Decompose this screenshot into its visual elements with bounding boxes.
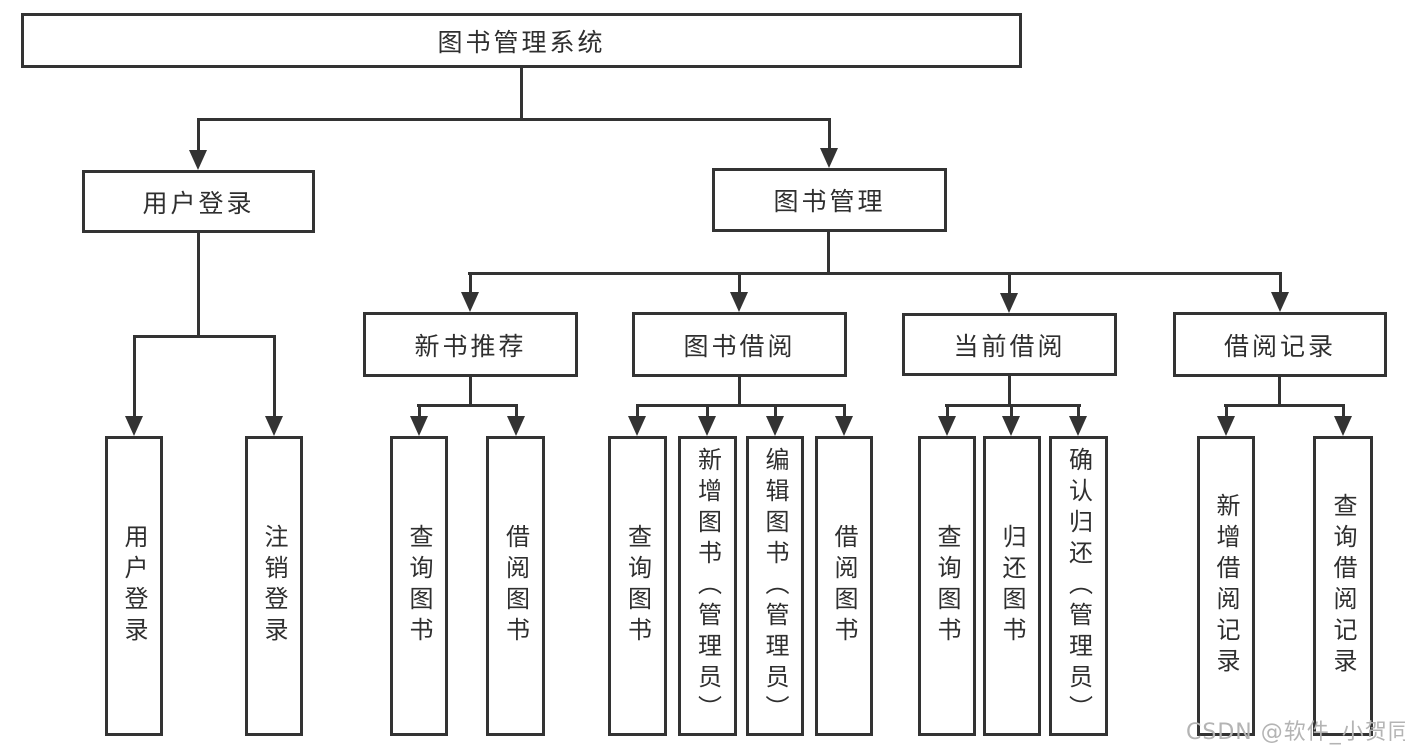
arrow-down-to-user-login bbox=[189, 118, 207, 170]
node-borrowing-records-label: 借阅记录 bbox=[1223, 331, 1336, 361]
arrow-down-to-book-management bbox=[820, 118, 838, 168]
node-new-book-recommend-label: 新书推荐 bbox=[414, 331, 527, 361]
leaf-add-borrow-record: 新增借阅记录 bbox=[1197, 436, 1255, 736]
node-library-system-label: 图书管理系统 bbox=[437, 27, 606, 57]
arrow-down-to-current-borrowing bbox=[1000, 272, 1018, 313]
connector-level2-bus bbox=[197, 118, 831, 121]
leaf-borrow-books-2-label: 借阅图书 bbox=[830, 524, 858, 648]
leaf-add-book-admin: 新增图书（管理员） bbox=[678, 436, 737, 736]
node-book-borrowing: 图书借阅 bbox=[632, 312, 847, 377]
leaf-query-books-1: 查询图书 bbox=[390, 436, 448, 736]
leaf-query-borrow-record: 查询借阅记录 bbox=[1313, 436, 1373, 736]
node-library-system: 图书管理系统 bbox=[21, 13, 1022, 68]
node-book-borrowing-label: 图书借阅 bbox=[683, 331, 796, 361]
leaf-logout: 注销登录 bbox=[245, 436, 303, 736]
leaf-add-borrow-record-label: 新增借阅记录 bbox=[1212, 493, 1240, 679]
leaf-query-books-3: 查询图书 bbox=[918, 436, 976, 736]
connector-current-borrowing-stem bbox=[1008, 376, 1011, 407]
leaf-confirm-return-admin-label: 确认归还（管理员） bbox=[1064, 446, 1093, 726]
csdn-watermark: CSDN @软件_小贺同学 bbox=[1186, 720, 1405, 745]
leaf-query-books-3-label: 查询图书 bbox=[933, 524, 961, 648]
leaf-return-books-label: 归还图书 bbox=[998, 524, 1026, 648]
leaf-confirm-return-admin: 确认归还（管理员） bbox=[1049, 436, 1108, 736]
leaf-logout-label: 注销登录 bbox=[260, 524, 288, 648]
node-current-borrowing-label: 当前借阅 bbox=[953, 331, 1066, 361]
connector-new-book-recommend-bus bbox=[417, 404, 518, 407]
leaf-query-books-2: 查询图书 bbox=[608, 436, 667, 736]
leaf-borrow-books-1: 借阅图书 bbox=[486, 436, 545, 736]
arrow-down-to-leaf-query-books-1 bbox=[410, 404, 428, 436]
leaf-edit-book-admin: 编辑图书（管理员） bbox=[746, 436, 804, 736]
arrow-down-to-book-borrowing bbox=[730, 272, 748, 312]
node-new-book-recommend: 新书推荐 bbox=[363, 312, 578, 377]
arrow-down-to-leaf-confirm-return-admin bbox=[1069, 404, 1087, 436]
arrow-down-to-leaf-logout bbox=[265, 335, 283, 436]
connector-borrowing-records-bus bbox=[1224, 404, 1345, 407]
connector-book-borrowing-stem bbox=[738, 377, 741, 407]
leaf-query-books-2-label: 查询图书 bbox=[623, 524, 652, 648]
node-book-management-label: 图书管理 bbox=[773, 187, 886, 216]
leaf-query-borrow-record-label: 查询借阅记录 bbox=[1329, 493, 1357, 679]
arrow-down-to-leaf-query-books-2 bbox=[628, 404, 646, 436]
leaf-return-books: 归还图书 bbox=[983, 436, 1041, 736]
connector-level3-bus bbox=[468, 272, 1281, 275]
arrow-down-to-leaf-add-book-admin bbox=[698, 404, 716, 436]
node-borrowing-records: 借阅记录 bbox=[1173, 312, 1387, 377]
connector-new-book-recommend-stem bbox=[469, 377, 472, 407]
arrow-down-to-leaf-borrow-books-2 bbox=[835, 404, 853, 436]
arrow-down-to-leaf-borrow-books-1 bbox=[507, 404, 525, 436]
arrow-down-to-leaf-query-books-3 bbox=[938, 404, 956, 436]
connector-user-login-stem bbox=[197, 233, 200, 338]
arrow-down-to-leaf-add-borrow-record bbox=[1217, 404, 1235, 436]
leaf-borrow-books-1-label: 借阅图书 bbox=[501, 524, 530, 648]
arrow-down-to-leaf-user-login bbox=[125, 335, 143, 436]
node-current-borrowing: 当前借阅 bbox=[902, 313, 1117, 376]
connector-book-management-stem bbox=[827, 232, 830, 275]
leaf-edit-book-admin-label: 编辑图书（管理员） bbox=[761, 446, 789, 726]
arrow-down-to-new-book-recommend bbox=[461, 272, 479, 312]
node-user-login-label: 用户登录 bbox=[142, 188, 255, 218]
node-book-management: 图书管理 bbox=[712, 168, 947, 232]
leaf-user-login: 用户登录 bbox=[105, 436, 163, 736]
connector-book-borrowing-bus bbox=[636, 404, 846, 407]
arrow-down-to-borrowing-records bbox=[1271, 272, 1289, 312]
connector-borrowing-records-stem bbox=[1278, 377, 1281, 407]
connector-user-login-bus bbox=[133, 335, 276, 338]
arrow-down-to-leaf-edit-book-admin bbox=[766, 404, 784, 436]
leaf-query-books-1-label: 查询图书 bbox=[405, 524, 433, 648]
leaf-borrow-books-2: 借阅图书 bbox=[815, 436, 873, 736]
connector-root-stem bbox=[520, 68, 523, 121]
arrow-down-to-leaf-query-borrow-record bbox=[1334, 404, 1352, 436]
leaf-add-book-admin-label: 新增图书（管理员） bbox=[693, 446, 722, 726]
node-user-login: 用户登录 bbox=[82, 170, 315, 233]
arrow-down-to-leaf-return-books bbox=[1002, 404, 1020, 436]
leaf-user-login-label: 用户登录 bbox=[120, 524, 148, 648]
connector-current-borrowing-bus bbox=[945, 404, 1081, 407]
